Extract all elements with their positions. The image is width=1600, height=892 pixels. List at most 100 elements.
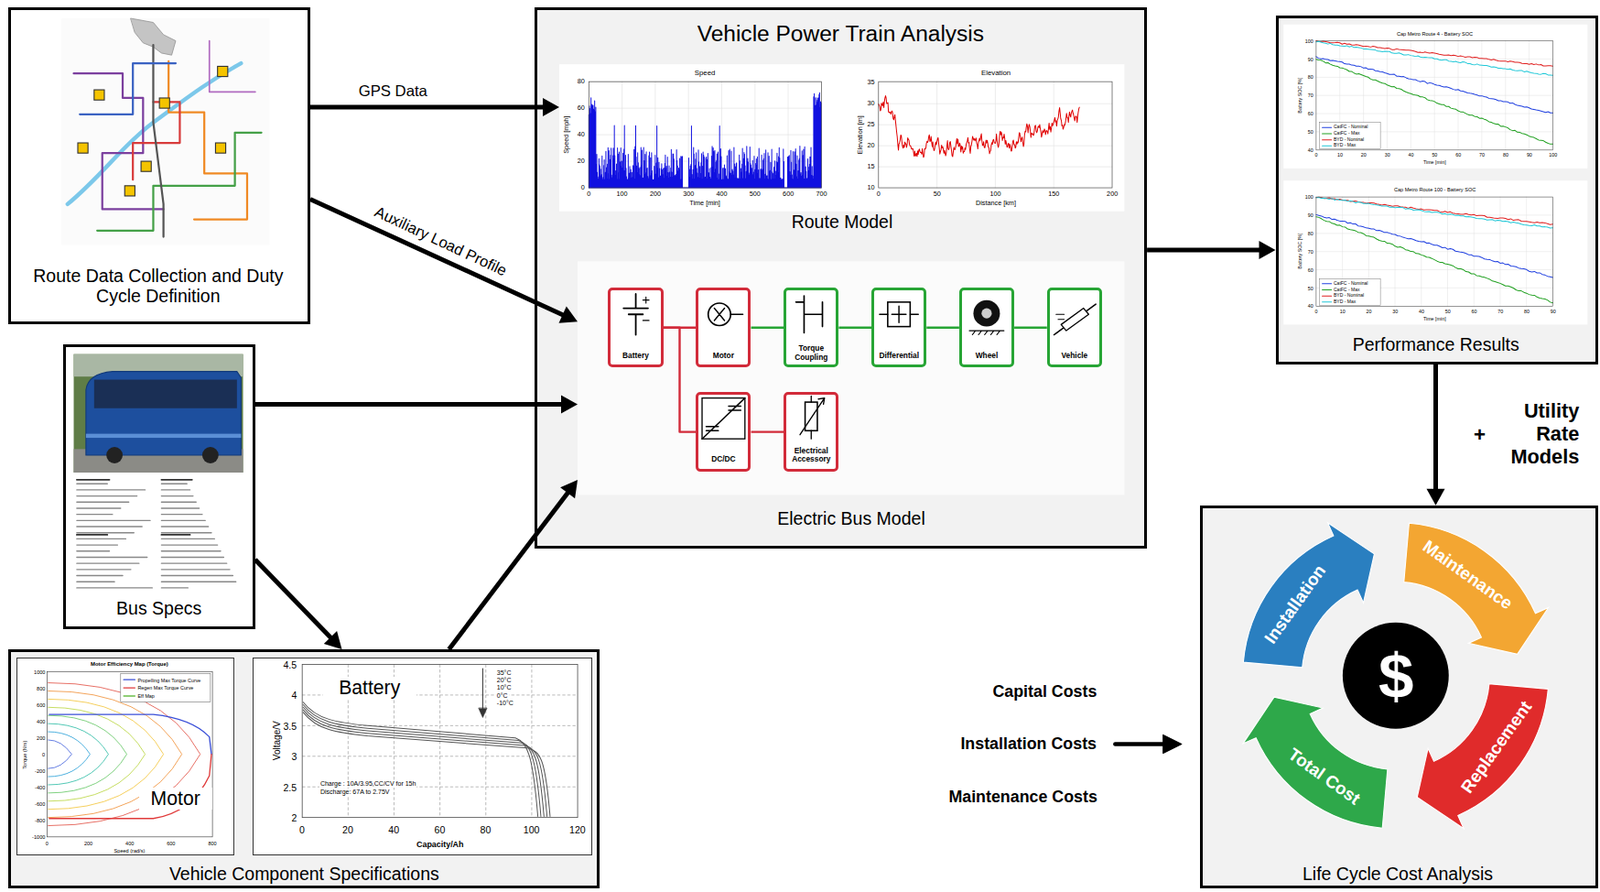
axis-tick: 500: [749, 190, 761, 198]
legend-sample: [1322, 127, 1332, 129]
axis-tick: 70: [1497, 308, 1503, 314]
connector: [449, 479, 579, 649]
vehicle-symbol: [1056, 313, 1065, 320]
box-label: Life Cycle Cost Analysis: [1209, 863, 1588, 884]
connector: [1427, 364, 1446, 506]
efficiency-contour: [48, 731, 91, 777]
legend-text: CatFC - Max: [1333, 287, 1360, 293]
axis-tick: 2.5: [282, 781, 297, 793]
axis-tick: 60: [577, 104, 585, 112]
bus-stop-icon: [94, 89, 105, 100]
axis-title: Time [min]: [1423, 315, 1447, 322]
panel-fill: [534, 7, 1147, 549]
axis-tick: 100: [1305, 38, 1314, 44]
axis-tick: 50: [1431, 151, 1438, 158]
axis-title: Capacity/Ah: [416, 839, 464, 849]
panel-fill: [1275, 15, 1598, 365]
bus-wheel: [202, 446, 219, 464]
chart-panel: [16, 657, 235, 855]
bus-wheel: [106, 446, 123, 464]
component-block: DC/DC: [695, 391, 751, 472]
wheel-symbol: [969, 330, 1005, 335]
route-line: [152, 44, 163, 238]
axis-tick: 200: [649, 190, 661, 198]
axis-tick: 60: [434, 823, 446, 835]
resistor-symbol: [805, 401, 818, 431]
legend-sample: [123, 694, 135, 696]
bus-stop-icon: [124, 185, 135, 196]
axis-tick: 20: [1366, 308, 1373, 314]
temperature-arrow: [482, 668, 484, 713]
block-fill: [783, 287, 839, 368]
route-line: [209, 41, 256, 93]
discharge-curve: [302, 709, 547, 816]
legend-text: BYD - Max: [1333, 142, 1356, 149]
efficiency-contour: [48, 714, 128, 793]
axis-tick: 40: [1418, 308, 1425, 314]
axis-tick: 120: [569, 823, 586, 835]
legend-sample: [1322, 295, 1332, 297]
legend-sample: [1322, 139, 1332, 141]
box-label: Motor: [696, 351, 750, 361]
axis-tick: 150: [1048, 190, 1060, 198]
axis-tick: 90: [1308, 56, 1314, 63]
axis-tick: 20: [577, 157, 585, 165]
connector-line: [751, 326, 785, 329]
legend-box: [120, 673, 211, 703]
grid-line: [302, 663, 578, 817]
soc-curve: [1316, 59, 1554, 145]
axis-tick: 0: [1315, 308, 1319, 314]
box-label: Torque Coupling: [784, 344, 838, 362]
axis-tick: 80: [1502, 151, 1509, 158]
connector: [310, 97, 560, 117]
axis-tick: 600: [782, 190, 794, 198]
component-block: Motor: [695, 287, 751, 368]
soc-curve: [1316, 216, 1554, 303]
box-label: Performance Results: [1283, 334, 1590, 355]
axis-tick: 40: [1308, 147, 1314, 153]
axis-tick: 100: [990, 190, 1002, 198]
chart-title: Cap Metro Route 100 - Battery SOC: [1394, 186, 1476, 193]
edge-label: Auxiliary Load Profile: [371, 202, 509, 280]
axis-tick: 300: [682, 190, 694, 198]
axis-tick: 20: [866, 141, 875, 150]
axis-tick: 80: [577, 77, 585, 86]
discharge-curve: [302, 712, 551, 817]
legend-sample: [123, 679, 135, 681]
block-fill: [1047, 287, 1103, 368]
connector-line: [255, 401, 565, 407]
test-note: Discharge: 67A to 2.75V: [319, 788, 391, 796]
axis-tick: 80: [1308, 74, 1314, 80]
soc-curve: [1316, 41, 1554, 76]
box-label: Vehicle Power Train Analysis: [544, 21, 1137, 47]
connector: [663, 327, 697, 433]
connector: [751, 326, 785, 328]
temperature-arrow: [478, 707, 487, 717]
torque-curve: [49, 713, 212, 754]
axis-tick: 70: [1308, 92, 1314, 98]
block-fill: [695, 391, 751, 472]
box-label: Motor: [139, 787, 213, 810]
legend-text: BYD - Nominal: [1333, 292, 1364, 299]
model-panel: [577, 260, 1125, 495]
battery-symbol: [642, 296, 649, 321]
soc-curve: [1316, 40, 1554, 66]
box-label: Electric Bus Model: [698, 508, 1005, 529]
axis-title: Time [min]: [689, 199, 721, 207]
bus-stop-icon: [77, 142, 88, 153]
axis-tick: -800: [34, 817, 45, 823]
coupling-symbol: [796, 295, 823, 333]
axis-tick: 800: [207, 840, 217, 846]
axis-tick: 40: [388, 823, 400, 835]
axis-tick: 400: [36, 718, 45, 725]
axis-tick: 80: [480, 823, 492, 835]
axis-tick: 700: [815, 190, 827, 198]
converter-symbol: [702, 398, 746, 440]
axis-tick: 60: [1308, 110, 1314, 117]
bus-stop-icon: [159, 97, 170, 109]
connector-line: [1433, 364, 1438, 492]
vehicle-symbol: [1053, 303, 1096, 335]
chart-axes: [1316, 196, 1554, 306]
efficiency-contour: [48, 723, 109, 785]
cost-label: Capital Costs: [992, 681, 1097, 702]
